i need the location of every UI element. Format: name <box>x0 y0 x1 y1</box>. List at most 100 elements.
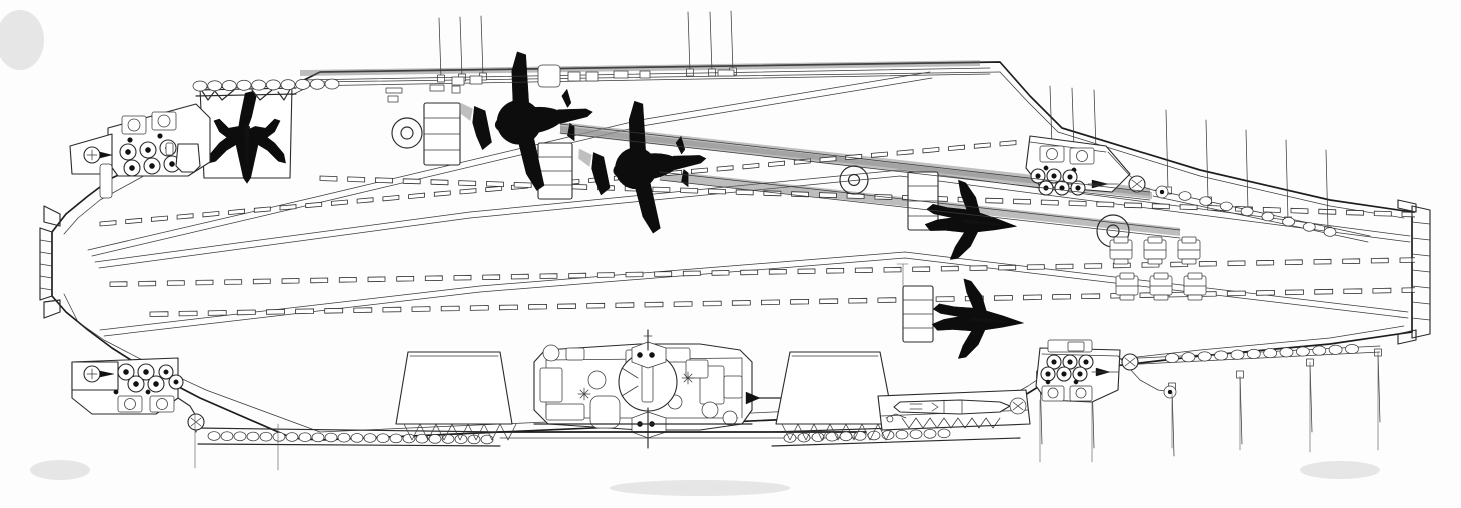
island-superstructure <box>533 329 809 449</box>
catwalk-netting <box>781 423 895 441</box>
centerline-dash <box>1227 260 1246 267</box>
centerline-dash <box>1026 264 1045 270</box>
life-raft-icon <box>1220 201 1233 211</box>
centerline-dash <box>310 277 329 284</box>
dashed-centerline-middle <box>149 287 1415 317</box>
centerline-dash <box>819 192 837 199</box>
centerline-dash <box>1084 263 1103 269</box>
antenna-mast-icon <box>1325 149 1329 231</box>
life-raft-icon <box>280 79 296 91</box>
centerline-dash <box>458 180 477 187</box>
catwalk-netting <box>403 423 517 441</box>
life-raft-icon <box>324 432 338 443</box>
deck-tractor-icon <box>1183 272 1207 301</box>
centerline-dash <box>826 267 845 274</box>
centerline-dash <box>883 266 902 273</box>
life-raft-icon <box>376 433 390 443</box>
life-raft-icon <box>937 428 951 439</box>
centerline-dash <box>948 144 965 152</box>
antenna-mast-icon <box>687 11 691 73</box>
blast-screens <box>423 102 939 343</box>
centerline-dash <box>236 309 256 316</box>
gun-mounts-port-aft <box>117 363 184 393</box>
deck-tractor-icon <box>1115 272 1139 301</box>
life-raft-icon <box>337 432 351 443</box>
antenna-mast-icon <box>1285 139 1289 221</box>
jbd-port <box>395 351 513 425</box>
life-raft-icon <box>1230 349 1245 360</box>
centerline-dash <box>382 306 402 313</box>
centerline-dash <box>440 305 460 312</box>
centerline-dash <box>1151 203 1170 210</box>
centerline-dash <box>735 189 754 196</box>
centerline-dash <box>1040 199 1059 206</box>
deck-edge-catwalk-upper-stbd <box>1152 189 1371 243</box>
centerline-dash <box>596 272 615 278</box>
equipment-park <box>1109 236 1207 301</box>
centerline-dash <box>1081 293 1101 300</box>
centerline-dash <box>691 167 708 174</box>
centerline-dash <box>973 142 991 149</box>
blast-shield-b <box>537 142 573 200</box>
centerline-dash <box>557 303 576 310</box>
jbd-starboard <box>775 351 895 425</box>
centerline-dash <box>228 208 245 216</box>
life-raft-icon <box>236 79 252 91</box>
aircraft-aew-forward <box>459 51 593 191</box>
life-raft-icon <box>923 429 937 439</box>
ciws-port-bow <box>83 146 113 164</box>
centerline-dash <box>367 276 386 283</box>
centerline-dash <box>1124 202 1142 209</box>
antenna-mast-icon <box>730 10 734 72</box>
life-raft-icon <box>1282 217 1295 227</box>
aircraft-fighter-bow-elevator <box>208 91 286 184</box>
centerline-dash <box>1285 289 1304 296</box>
centerline-dash <box>347 176 366 183</box>
aircraft-fighter-starboard-upper <box>924 179 1017 260</box>
life-raft-icon <box>1181 352 1196 363</box>
centerline-dash <box>1262 206 1281 213</box>
life-raft-icon <box>1323 227 1337 237</box>
life-raft-icon <box>389 433 403 444</box>
bow-edge-plates <box>39 205 61 319</box>
centerline-dash <box>469 305 489 311</box>
antenna-mast-icon <box>709 11 713 73</box>
centerline-dash <box>99 220 117 227</box>
life-raft-icon <box>295 78 311 90</box>
catwalk-netting <box>901 417 1001 429</box>
life-raft-icon <box>221 80 237 92</box>
centerline-dash <box>854 267 873 274</box>
centerline-dash <box>1401 211 1415 218</box>
antenna-mast-icon <box>1049 85 1053 147</box>
centerline-dash <box>1198 260 1217 267</box>
centerline-dash <box>708 188 726 195</box>
centerline-dash <box>1055 263 1074 270</box>
life-raft-icon <box>207 80 223 92</box>
centerline-dash <box>871 151 888 158</box>
centerline-dash <box>408 192 425 200</box>
centerline-dash <box>353 307 373 314</box>
centerline-dash <box>652 186 671 193</box>
centerline-dash <box>1256 259 1275 266</box>
paper-smudges <box>0 10 1380 496</box>
centerline-dash <box>761 299 780 306</box>
centerline-dash <box>1342 258 1361 265</box>
centerline-dash <box>295 308 314 315</box>
centerline-dash <box>125 217 143 225</box>
antenna-mast-icon <box>1245 129 1249 211</box>
centerline-dash <box>625 271 644 278</box>
life-raft-icon <box>363 433 377 443</box>
life-raft-icon <box>285 432 299 442</box>
centerline-dash <box>682 270 701 277</box>
radar-director-port-aft <box>187 413 205 431</box>
radar-director-stbd-aft <box>1121 353 1139 371</box>
antenna-mast-icon <box>1071 87 1075 149</box>
centerline-dash <box>331 199 348 206</box>
antenna-mast-icon <box>1377 351 1381 423</box>
life-raft-icon <box>207 431 221 441</box>
centerline-dash <box>1313 258 1332 265</box>
life-raft-icon <box>415 433 429 444</box>
centerline-dash <box>1373 210 1392 217</box>
deck-edge-catwalk-upper <box>192 64 991 103</box>
